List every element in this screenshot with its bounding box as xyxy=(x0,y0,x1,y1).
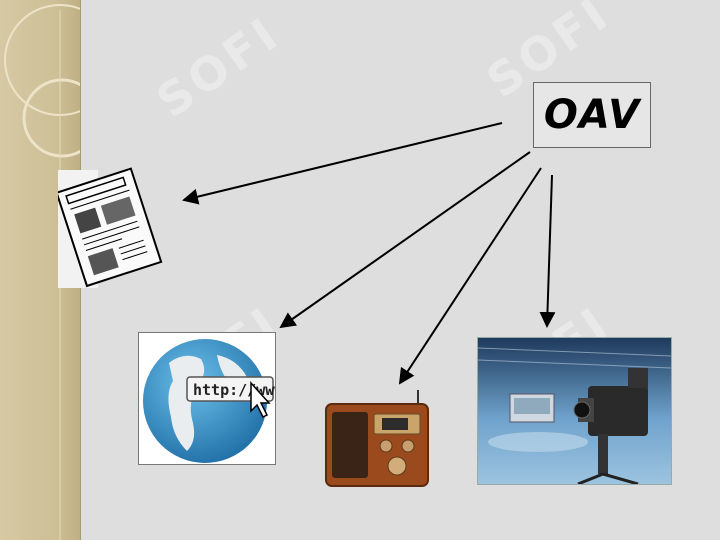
arrow-to-newspaper xyxy=(182,122,503,205)
arrow-to-radio xyxy=(398,167,542,385)
newspaper-icon xyxy=(55,165,168,290)
globe-icon: http://www. xyxy=(138,332,276,465)
oav-title-box: OAV xyxy=(533,82,651,148)
cursor-icon xyxy=(250,381,271,419)
arrow-to-television xyxy=(539,174,556,328)
radio-icon xyxy=(322,388,430,488)
arrow-to-internet xyxy=(279,151,531,329)
oav-title: OAV xyxy=(543,92,641,138)
tv-studio-camera-icon xyxy=(477,337,672,485)
